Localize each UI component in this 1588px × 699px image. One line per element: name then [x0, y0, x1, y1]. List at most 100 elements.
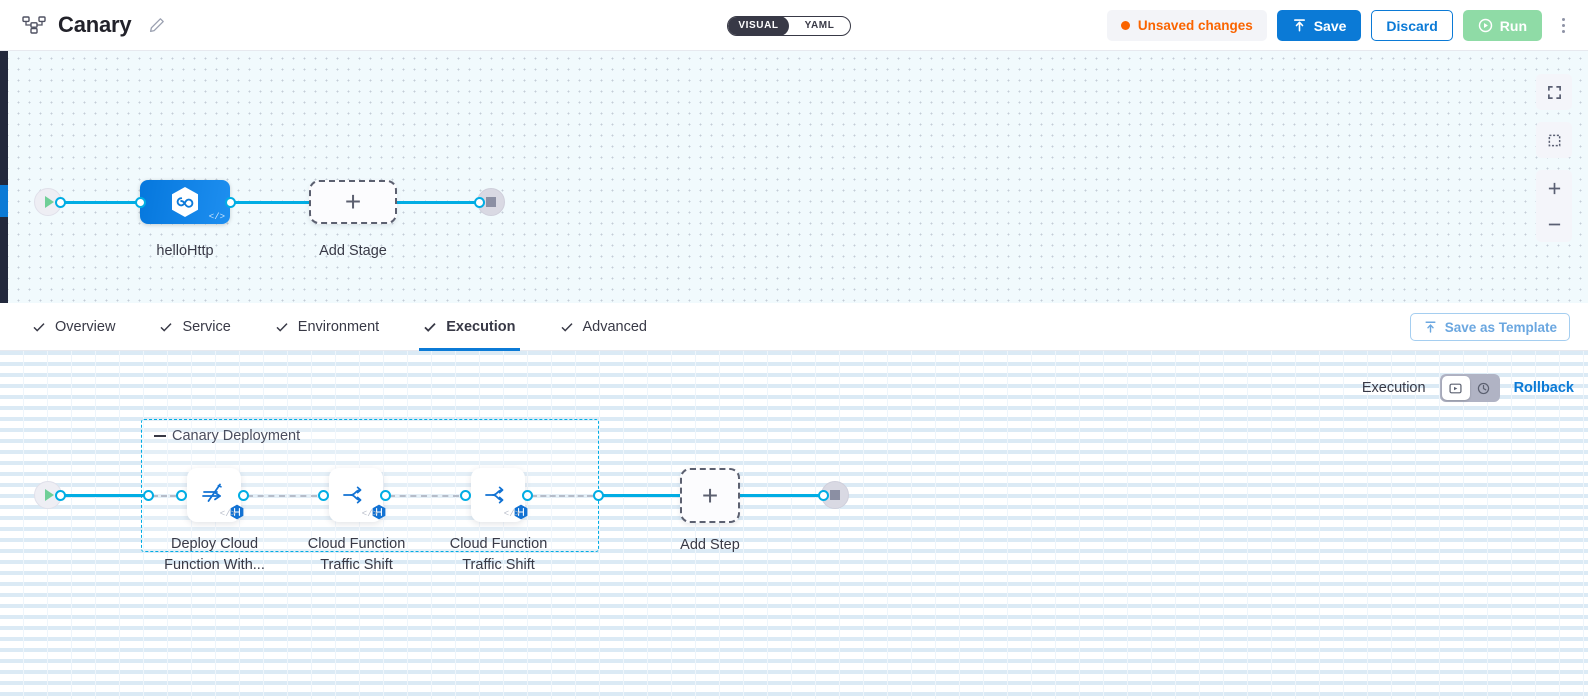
step-group-title-label: Canary Deployment	[172, 428, 301, 444]
add-stage-label: Add Stage	[319, 243, 387, 259]
edge-stage-to-addstage	[230, 201, 310, 204]
step-group-title[interactable]: Canary Deployment	[154, 428, 300, 444]
step-2-input-port[interactable]	[318, 490, 329, 501]
tab-label: Execution	[446, 318, 516, 335]
rollback-icon	[1477, 382, 1490, 394]
visual-yaml-toggle[interactable]: VISUAL YAML	[727, 16, 851, 36]
unsaved-changes-badge: Unsaved changes	[1106, 10, 1267, 41]
execution-rollback-toggle[interactable]	[1439, 374, 1500, 402]
save-as-template-label: Save as Template	[1444, 319, 1557, 335]
rollback-mode-button[interactable]	[1470, 376, 1498, 400]
left-nav-rail-active-marker[interactable]	[0, 185, 8, 217]
tab-label: Environment	[297, 318, 380, 335]
stage-canvas[interactable]: </> helloHttp + Add Stage	[0, 51, 1588, 303]
check-icon	[33, 322, 45, 332]
step-2-label-line1: Cloud Function	[307, 536, 406, 552]
save-button[interactable]: Save	[1276, 10, 1362, 41]
add-stage-button[interactable]: +	[309, 180, 397, 224]
tab-environment[interactable]: Environment	[253, 303, 401, 351]
step-2-output-port[interactable]	[380, 490, 391, 501]
step-3-input-port[interactable]	[460, 490, 471, 501]
run-play-icon	[1478, 18, 1492, 33]
run-button-label: Run	[1499, 17, 1527, 34]
execution-start-output-port[interactable]	[55, 490, 66, 501]
tab-execution[interactable]: Execution	[401, 303, 537, 351]
stop-icon	[830, 490, 840, 500]
edge-step3-to-group-out	[531, 495, 593, 497]
execution-mode-button[interactable]	[1441, 376, 1470, 400]
mode-option-yaml[interactable]: YAML	[804, 20, 835, 31]
stop-icon	[486, 197, 496, 207]
save-button-label: Save	[1313, 17, 1347, 34]
fit-to-view-button[interactable]	[1536, 122, 1572, 158]
tab-service[interactable]: Service	[137, 303, 252, 351]
mode-option-visual[interactable]: VISUAL	[728, 17, 789, 35]
start-output-port[interactable]	[55, 197, 66, 208]
step-3-output-port[interactable]	[522, 490, 533, 501]
plus-icon: +	[701, 479, 719, 511]
pipeline-icon	[22, 16, 46, 34]
tab-advanced[interactable]: Advanced	[538, 303, 670, 351]
kebab-menu-icon[interactable]	[1552, 10, 1574, 41]
step-1-label-line1: Deploy Cloud	[170, 536, 259, 552]
step-3-label-line1: Cloud Function	[449, 536, 548, 552]
harness-hex-icon	[230, 504, 244, 520]
status-dot-icon	[1120, 21, 1130, 30]
unsaved-changes-label: Unsaved changes	[1137, 18, 1253, 33]
stage-output-port[interactable]	[225, 197, 236, 208]
pencil-icon[interactable]	[149, 17, 165, 33]
stage-input-port[interactable]	[135, 197, 146, 208]
step-node-traffic-shift-2[interactable]: </>	[471, 468, 528, 522]
step-1-label: Deploy Cloud Function With...	[152, 534, 277, 576]
harness-hex-icon	[514, 504, 528, 520]
step-1-label-line2: Function With...	[164, 557, 265, 573]
collapse-icon[interactable]	[154, 435, 166, 437]
stage-tabs: Overview Service Environment Execution A…	[0, 303, 1588, 351]
execution-mode-bar: Execution Rollback	[1362, 374, 1574, 402]
edge-group-in	[152, 495, 176, 497]
execution-end-input-port[interactable]	[818, 490, 829, 501]
check-icon	[424, 322, 436, 332]
add-step-label: Add Step	[680, 537, 740, 553]
step-node-traffic-shift-1[interactable]: </>	[329, 468, 386, 522]
stage-node-hellohttp[interactable]: </>	[140, 180, 230, 224]
canvas-controls	[1536, 74, 1572, 242]
step-1-output-port[interactable]	[238, 490, 249, 501]
play-icon	[45, 489, 54, 501]
run-button[interactable]: Run	[1462, 10, 1542, 41]
check-icon	[160, 322, 172, 332]
tab-label: Advanced	[582, 318, 648, 335]
edge-start-to-stage	[60, 201, 144, 204]
step-2-label: Cloud Function Traffic Shift	[294, 534, 419, 576]
fit-to-view-icon	[1548, 134, 1560, 146]
save-as-template-button[interactable]: Save as Template	[1409, 313, 1570, 341]
check-icon	[276, 322, 288, 332]
tab-label: Overview	[55, 318, 116, 335]
zoom-out-button[interactable]	[1536, 206, 1572, 242]
step-3-label-line2: Traffic Shift	[462, 557, 535, 573]
discard-button-label: Discard	[1386, 17, 1438, 34]
edge-group-to-addstep	[600, 494, 680, 497]
execution-canvas[interactable]: Canary Deployment </> Deploy Cloud Func	[0, 351, 1588, 699]
step-1-input-port[interactable]	[176, 490, 187, 501]
traffic-shift-icon	[343, 486, 362, 504]
fullscreen-button[interactable]	[1536, 74, 1572, 110]
app-header: Canary VISUAL YAML Unsaved changes Save …	[0, 0, 1588, 51]
step-2-label-line2: Traffic Shift	[320, 557, 393, 573]
add-step-button[interactable]: +	[680, 468, 740, 523]
play-icon	[45, 196, 54, 208]
group-output-port[interactable]	[593, 490, 604, 501]
check-icon	[560, 322, 573, 332]
group-input-port[interactable]	[143, 490, 154, 501]
tab-overview[interactable]: Overview	[10, 303, 137, 351]
rollback-link[interactable]: Rollback	[1513, 380, 1574, 396]
end-input-port[interactable]	[474, 197, 485, 208]
discard-button[interactable]: Discard	[1371, 10, 1453, 41]
template-icon	[1425, 321, 1436, 333]
tab-label: Service	[182, 318, 231, 335]
step-node-deploy-cloud-function[interactable]: </>	[187, 468, 244, 522]
edge-step1-to-step2	[247, 495, 317, 497]
stage-label-hellohttp: helloHttp	[156, 243, 214, 259]
zoom-in-button[interactable]	[1536, 170, 1572, 206]
